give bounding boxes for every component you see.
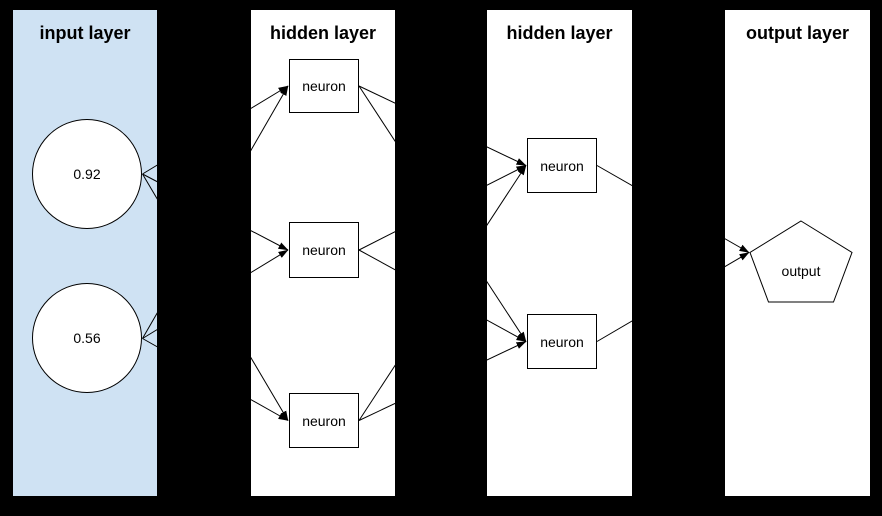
- input-layer-title: input layer: [39, 23, 131, 43]
- hidden-layer-2-panel: hidden layer: [487, 10, 632, 496]
- hidden2-neuron-1: neuron: [527, 138, 597, 193]
- output-layer-title: output layer: [745, 23, 849, 43]
- output-layer-panel: output layer: [725, 10, 870, 496]
- hidden-layer-1-title: hidden layer: [269, 23, 377, 43]
- output-node-label: output: [751, 261, 851, 281]
- output-node-label-text: output: [781, 263, 821, 279]
- hidden1-neuron-3-label: neuron: [302, 412, 346, 429]
- hidden1-neuron-2: neuron: [289, 222, 359, 278]
- hidden1-neuron-3: neuron: [289, 393, 359, 448]
- input-layer-panel: input layer: [13, 10, 157, 496]
- hidden2-neuron-2: neuron: [527, 314, 597, 369]
- hidden1-neuron-1: neuron: [289, 59, 359, 113]
- hidden1-neuron-2-label: neuron: [302, 242, 346, 258]
- hidden-layer-2-title: hidden layer: [506, 23, 613, 43]
- input-node-1: 0.92: [32, 119, 142, 229]
- hidden2-neuron-1-label: neuron: [540, 157, 584, 174]
- hidden2-neuron-2-label: neuron: [540, 333, 584, 350]
- input-node-2-label: 0.56: [73, 330, 101, 346]
- input-node-1-label: 0.92: [73, 166, 101, 182]
- input-node-2: 0.56: [32, 283, 142, 393]
- hidden1-neuron-1-label: neuron: [302, 78, 346, 94]
